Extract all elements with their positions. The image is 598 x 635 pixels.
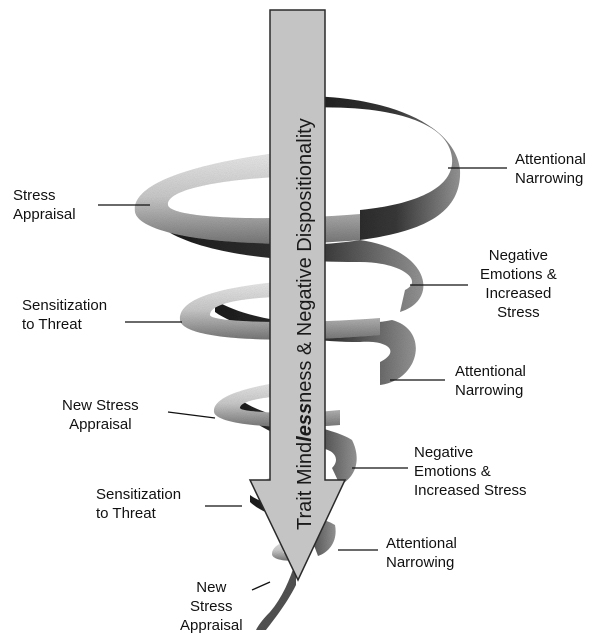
arrow-label-prefix: Trait Mind bbox=[294, 442, 316, 530]
arrow-label: Trait Mindlessness & Negative Dispositio… bbox=[294, 118, 316, 530]
arrow-label-suffix: ness & Negative Dispositionality bbox=[294, 118, 316, 403]
arrow-label-emphasis: less bbox=[294, 403, 316, 442]
spiral-front-coil bbox=[135, 150, 380, 630]
leader-line-left-3 bbox=[168, 412, 215, 418]
leader-line-left-5 bbox=[252, 582, 270, 590]
